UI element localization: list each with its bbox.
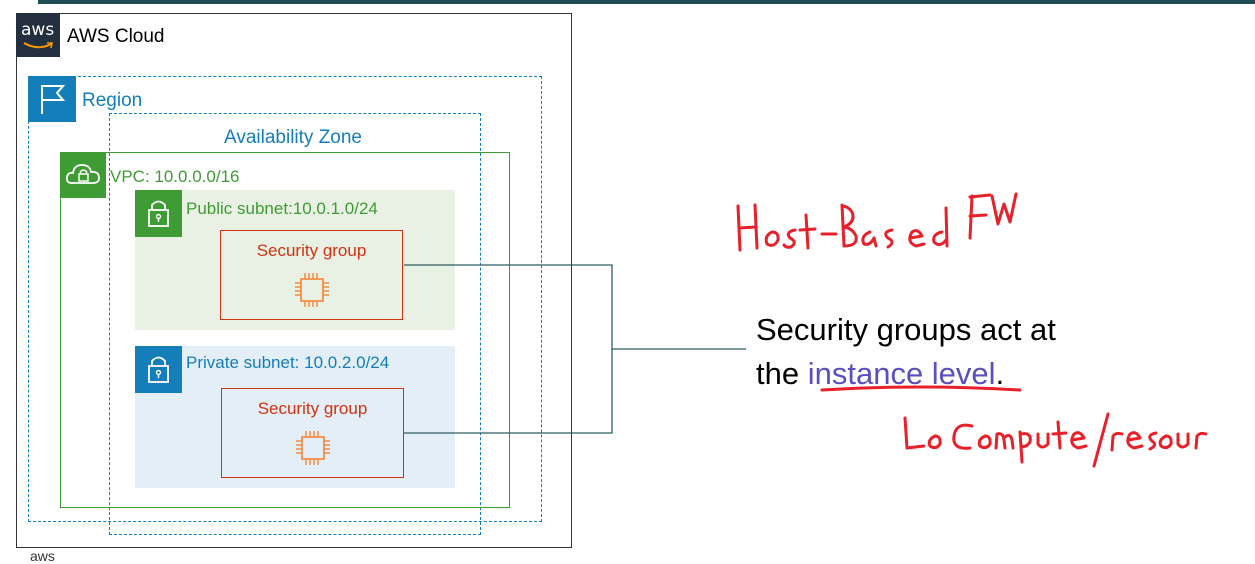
public-subnet-label: Public subnet:10.0.1.0/24 [186, 199, 378, 218]
footer-aws-mark: aws [30, 548, 55, 564]
callout-line-2-prefix: the [756, 356, 808, 391]
region-group [28, 76, 542, 522]
aws-cloud-label: AWS Cloud [67, 26, 165, 47]
handwritten-underline [820, 385, 1022, 392]
callout-highlight: instance level [807, 356, 996, 391]
ec2-chip-icon [295, 273, 329, 307]
security-group-private: Security group [221, 388, 404, 478]
callout-line-2: the instance level. [756, 352, 1236, 396]
security-group-label: Security group [256, 241, 367, 260]
vpc-group [60, 152, 510, 508]
callout-line-1: Security groups act at [756, 312, 1056, 347]
availability-zone-group [109, 113, 481, 535]
aws-logo-text: aws [21, 20, 55, 40]
security-group-label: Security group [257, 399, 368, 418]
subnet-lock-icon [135, 190, 182, 237]
region-flag-icon [28, 76, 76, 122]
handwritten-compute-resource [903, 412, 1208, 468]
aws-logo-icon: aws [16, 13, 60, 57]
security-group-public: Security group [220, 230, 403, 320]
aws-smile-icon [23, 42, 53, 49]
public-subnet-group [135, 190, 455, 330]
private-subnet-group [135, 346, 455, 488]
subnet-lock-icon [135, 346, 182, 393]
vpc-label: VPC: 10.0.0.0/16 [110, 167, 240, 186]
aws-cloud-group [16, 13, 572, 548]
vpc-cloud-lock-icon [61, 153, 106, 198]
private-subnet-label: Private subnet: 10.0.2.0/24 [186, 353, 390, 372]
top-accent-bar [38, 0, 1255, 4]
callout-text: Security groups act at the instance leve… [756, 308, 1236, 396]
callout-line-2-suffix: . [995, 356, 1005, 391]
ec2-chip-icon [296, 431, 330, 465]
region-label: Region [82, 90, 143, 111]
handwritten-host-based-fw [736, 192, 1018, 252]
availability-zone-label: Availability Zone [224, 127, 363, 148]
